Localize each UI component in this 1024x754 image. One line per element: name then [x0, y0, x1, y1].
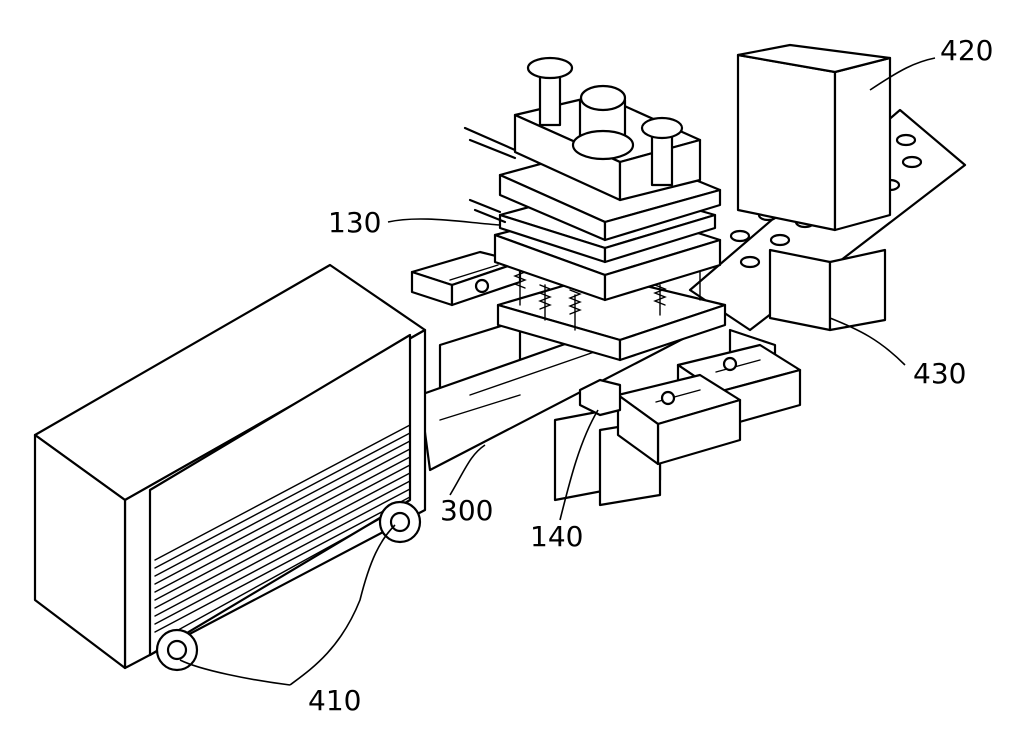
- ref-130: 130: [328, 206, 381, 239]
- ref-420: 420: [940, 34, 993, 67]
- left-clamp-arm: [410, 250, 522, 307]
- upper-cutter-block: [736, 43, 892, 232]
- right-clamp-arm-2: [616, 373, 742, 466]
- ref-430: 430: [913, 357, 966, 390]
- ref-300: 300: [440, 494, 493, 527]
- ref-410: 410: [308, 684, 361, 717]
- magazine-box: [33, 263, 427, 672]
- ref-140: 140: [530, 520, 583, 553]
- press-stack: [463, 56, 727, 417]
- lower-cutter-block: [768, 248, 887, 332]
- leader-lines: [179, 57, 936, 686]
